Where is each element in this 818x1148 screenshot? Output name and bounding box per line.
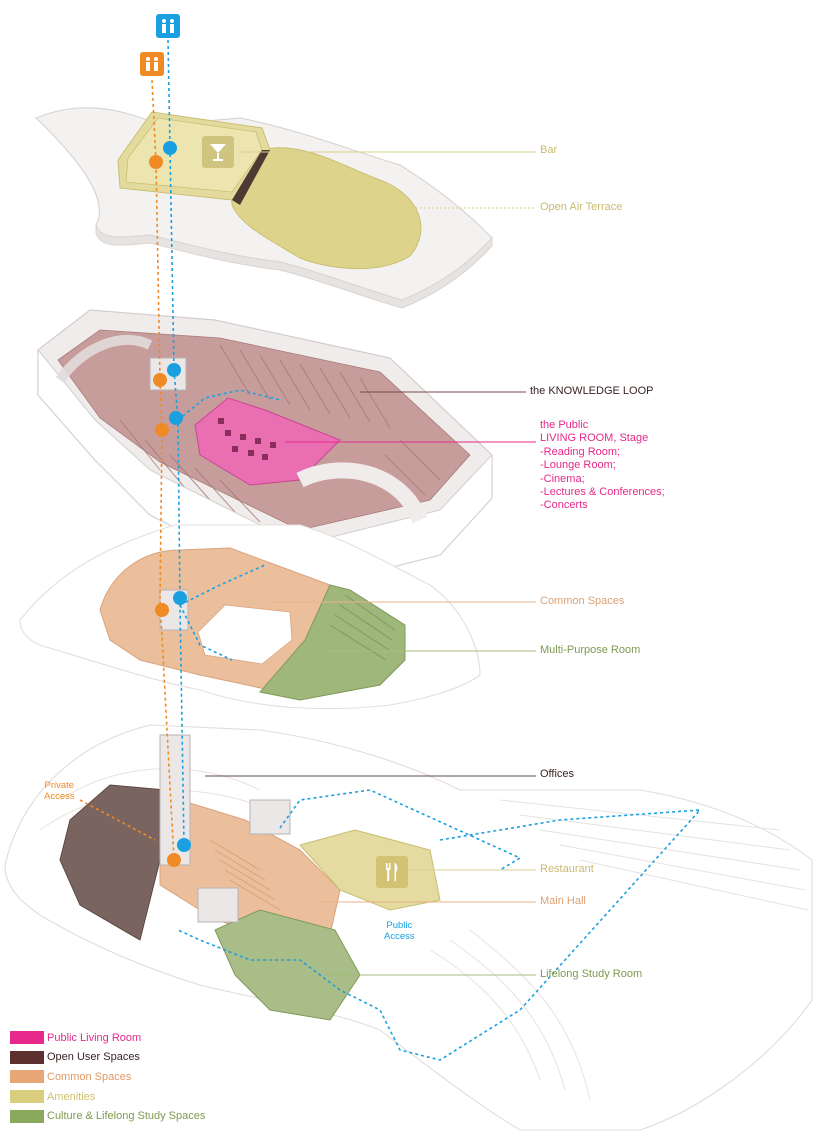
- access-dot: [155, 603, 169, 617]
- site-contour-lines: [39, 768, 809, 1101]
- public-living-room-label: the Public LIVING ROOM, Stage -Reading R…: [540, 419, 665, 513]
- fork-knife-icon: [376, 856, 408, 888]
- access-dot: [155, 423, 169, 437]
- open-air-terrace-label: Open Air Terrace: [540, 201, 623, 213]
- public-loop-route: [177, 789, 702, 1061]
- legend-label: Public Living Room: [47, 1031, 142, 1044]
- ground-stair-core-right: [249, 799, 291, 835]
- public-living-line: -Concerts: [540, 499, 588, 512]
- bar-block-dark-face: [232, 150, 270, 205]
- loop-curved-rail-left: [55, 335, 153, 383]
- main-hall-label: Main Hall: [540, 895, 586, 907]
- main-hall-stairs: [209, 839, 281, 911]
- elevator-icon: [156, 14, 180, 38]
- legend-item: Common Spaces: [10, 1067, 205, 1087]
- multi-purpose-steps: [329, 594, 396, 661]
- common-level-void: [197, 604, 293, 665]
- private-access-line: Private: [44, 780, 75, 791]
- open-user-space-ground: [59, 784, 166, 941]
- knowledge-loop-level: [37, 309, 493, 591]
- access-dot: [173, 591, 187, 605]
- legend-swatch: [10, 1031, 44, 1045]
- public-living-line: -Lectures & Conferences;: [540, 486, 665, 499]
- offices-label: Offices: [540, 768, 575, 780]
- public-living-line: -Cinema;: [540, 472, 585, 485]
- legend-label: Open User Spaces: [47, 1051, 140, 1064]
- legend-item: Public Living Room: [10, 1028, 205, 1048]
- loop-curved-rail-right: [296, 462, 428, 524]
- access-dot: [177, 838, 191, 852]
- access-routes: [79, 39, 702, 1061]
- access-dot: [153, 373, 167, 387]
- legend-swatch: [10, 1070, 44, 1084]
- restaurant-floor: [299, 829, 441, 911]
- bookshelf-ribs: [119, 344, 441, 523]
- public-living-room-stage: [194, 397, 341, 486]
- legend-item: Open User Spaces: [10, 1048, 205, 1068]
- cocktail-glass-icon: [202, 136, 234, 168]
- public-access-line: Access: [384, 931, 415, 942]
- legend-label: Common Spaces: [47, 1070, 132, 1083]
- leader-lines: [205, 151, 536, 976]
- access-dot: [169, 411, 183, 425]
- public-route-loop-level: [177, 389, 281, 421]
- public-living-line: the Public: [540, 419, 589, 431]
- ground-stair-core: [197, 887, 239, 923]
- access-dots: [149, 141, 191, 867]
- ground-level: [4, 724, 813, 1131]
- private-access-label: Private Access: [44, 780, 75, 802]
- people-icon: [146, 57, 158, 71]
- roof-level: [34, 107, 493, 309]
- legend-item: Culture & Lifelong Study Spaces: [10, 1106, 205, 1126]
- legend-swatch: [10, 1050, 44, 1064]
- legend-label: Amenities: [47, 1090, 96, 1103]
- public-living-line: LIVING ROOM, Stage: [540, 432, 649, 445]
- restaurant-label: Restaurant: [540, 863, 594, 875]
- public-route-common-level: [179, 564, 266, 661]
- private-access-arrow-route: [79, 799, 156, 841]
- lifelong-study-floor: [214, 909, 361, 1021]
- common-spaces-label: Common Spaces: [540, 595, 625, 607]
- access-dot: [149, 155, 163, 169]
- lifelong-study-room-label: Lifelong Study Room: [540, 968, 643, 980]
- private-access-route: [151, 79, 175, 861]
- people-icon: [162, 19, 174, 33]
- roof-slab-edge: [95, 224, 493, 309]
- legend-label: Culture & Lifelong Study Spaces: [47, 1110, 206, 1123]
- public-living-line: -Reading Room;: [540, 445, 621, 458]
- legend: Public Living Room Open User Spaces Comm…: [10, 1028, 205, 1126]
- access-dot: [167, 363, 181, 377]
- access-dot: [163, 141, 177, 155]
- public-living-line: -Lounge Room;: [540, 459, 616, 472]
- access-dot: [167, 853, 181, 867]
- public-access-route: [167, 39, 185, 846]
- stage-seating: [218, 418, 276, 460]
- terrace-area: [231, 147, 422, 270]
- bar-label: Bar: [540, 144, 558, 156]
- legend-item: Amenities: [10, 1087, 205, 1107]
- elevator-icon: [140, 52, 164, 76]
- legend-swatch: [10, 1090, 44, 1104]
- public-access-label: Public Access: [384, 920, 415, 942]
- loop-wall-front: [37, 348, 493, 591]
- public-access-line: Public: [386, 920, 413, 931]
- multi-purpose-room-label: Multi-Purpose Room: [540, 644, 641, 656]
- knowledge-loop-label: the KNOWLEDGE LOOP: [530, 385, 654, 397]
- private-access-line: Access: [44, 791, 75, 802]
- legend-swatch: [10, 1109, 44, 1123]
